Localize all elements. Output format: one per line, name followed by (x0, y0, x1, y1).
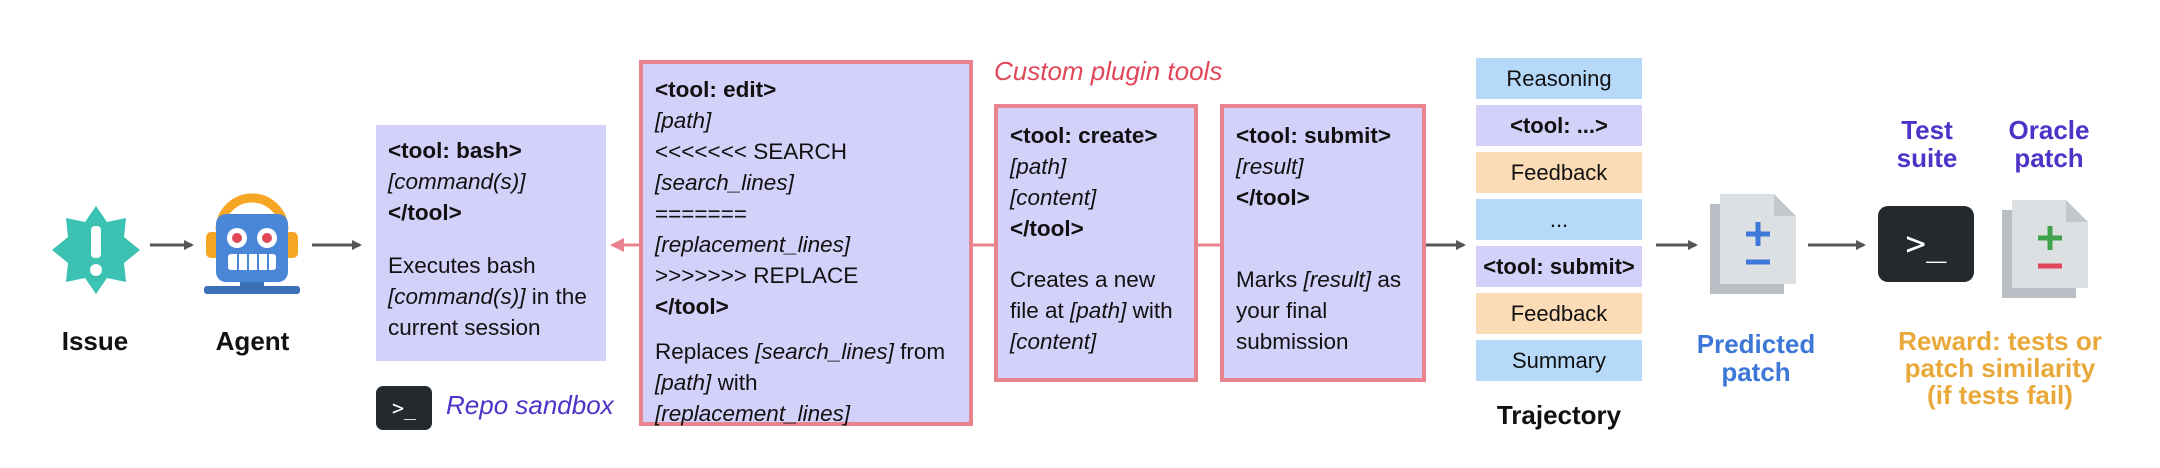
oracle-patch-line2: patch (2014, 143, 2084, 173)
submit-tool-desc-1: Marks (1236, 267, 1298, 292)
oracle-patch-line1: Oracle (2008, 115, 2090, 145)
submit-tool-desc-arg: [result] (1303, 267, 1372, 292)
terminal-icon-small: >_ (376, 386, 432, 430)
issue-icon (52, 206, 140, 294)
edit-tool-search-lines: [search_lines] (655, 170, 794, 195)
predicted-patch-line1: Predicted (1696, 329, 1816, 359)
trajectory-row: <tool: submit> (1476, 246, 1642, 287)
create-tool-desc-1: Creates a new (1010, 267, 1156, 292)
create-tool-close: </tool> (1010, 216, 1084, 241)
terminal-icon: >_ (1878, 206, 1974, 282)
edit-tool-desc-2: from (900, 339, 946, 364)
test-suite-label: Test suite (1862, 116, 1992, 172)
create-tool-box: <tool: create> [path] [content] </tool> … (994, 104, 1198, 382)
submit-tool-close: </tool> (1236, 185, 1310, 210)
edit-tool-replacement-lines: [replacement_lines] (655, 232, 851, 257)
create-tool-content: [content] (1010, 185, 1097, 210)
reward-line1: Reward: tests or (1898, 326, 2102, 356)
edit-tool-path: [path] (655, 108, 712, 133)
trajectory-label: Trajectory (1496, 400, 1622, 430)
test-suite-line2: suite (1896, 143, 1958, 173)
create-tool-open: <tool: create> (1010, 123, 1158, 148)
create-tool-desc-2: file at (1010, 298, 1064, 323)
plugin-label: Custom plugin tools (994, 56, 1223, 86)
reward-label: Reward: tests or patch similarity (if te… (1880, 328, 2120, 409)
create-tool-path: [path] (1010, 154, 1067, 179)
reward-line3: (if tests fail) (1927, 380, 2073, 410)
bash-tool-arg: [command(s)] (388, 169, 526, 194)
create-tool-desc-arg1: [path] (1070, 298, 1127, 323)
submit-tool-result: [result] (1236, 154, 1304, 179)
edit-tool-divider: ======= (655, 201, 747, 226)
robot-icon (204, 193, 300, 294)
submit-tool-desc-2: as (1377, 267, 1402, 292)
oracle-patch-icon (2002, 200, 2088, 298)
bash-tool-box: <tool: bash> [command(s)] </tool> Execut… (376, 125, 606, 361)
trajectory-row: ... (1476, 199, 1642, 240)
bash-tool-open: <tool: bash> (388, 138, 522, 163)
bash-tool-close: </tool> (388, 200, 462, 225)
edit-tool-desc-arg3: [replacement_lines] (655, 401, 851, 426)
edit-tool-desc-1: Replaces (655, 339, 749, 364)
submit-tool-desc-4: submission (1236, 329, 1349, 354)
sandbox-label: Repo sandbox (446, 390, 614, 420)
trajectory-row: <tool: ...> (1476, 105, 1642, 146)
create-tool-desc-arg2: [content] (1010, 329, 1097, 354)
submit-tool-box: <tool: submit> [result] </tool> Marks [r… (1220, 104, 1426, 382)
edit-tool-open: <tool: edit> (655, 77, 777, 102)
trajectory-row: Reasoning (1476, 58, 1642, 99)
predicted-patch-line2: patch (1721, 357, 1791, 387)
reward-line2: patch similarity (1904, 353, 2096, 383)
predicted-patch-icon (1710, 194, 1796, 294)
edit-tool-replace: >>>>>>> REPLACE (655, 263, 859, 288)
edit-tool-box: <tool: edit> [path] <<<<<<< SEARCH [sear… (639, 60, 973, 426)
predicted-patch-label: Predicted patch (1676, 330, 1836, 386)
agent-label: Agent (215, 326, 290, 356)
bash-tool-desc-2: in the (531, 284, 587, 309)
bash-tool-desc-1: Executes bash (388, 253, 536, 278)
trajectory-row: Feedback (1476, 152, 1642, 193)
bash-tool-desc-3: current session (388, 315, 541, 340)
bash-tool-desc-arg: [command(s)] (388, 284, 526, 309)
edit-tool-close: </tool> (655, 294, 729, 319)
test-suite-line1: Test (1901, 115, 1953, 145)
edit-tool-desc-arg2: [path] (655, 370, 712, 395)
issue-label: Issue (61, 326, 129, 356)
submit-tool-desc-3: your final (1236, 298, 1328, 323)
edit-tool-desc-3: with (717, 370, 758, 395)
submit-tool-open: <tool: submit> (1236, 123, 1392, 148)
oracle-patch-label: Oracle patch (1994, 116, 2104, 172)
trajectory-row: Summary (1476, 340, 1642, 381)
trajectory-row: Feedback (1476, 293, 1642, 334)
edit-tool-desc-arg1: [search_lines] (755, 339, 894, 364)
edit-tool-search: <<<<<<< SEARCH (655, 139, 847, 164)
create-tool-desc-3: with (1132, 298, 1173, 323)
